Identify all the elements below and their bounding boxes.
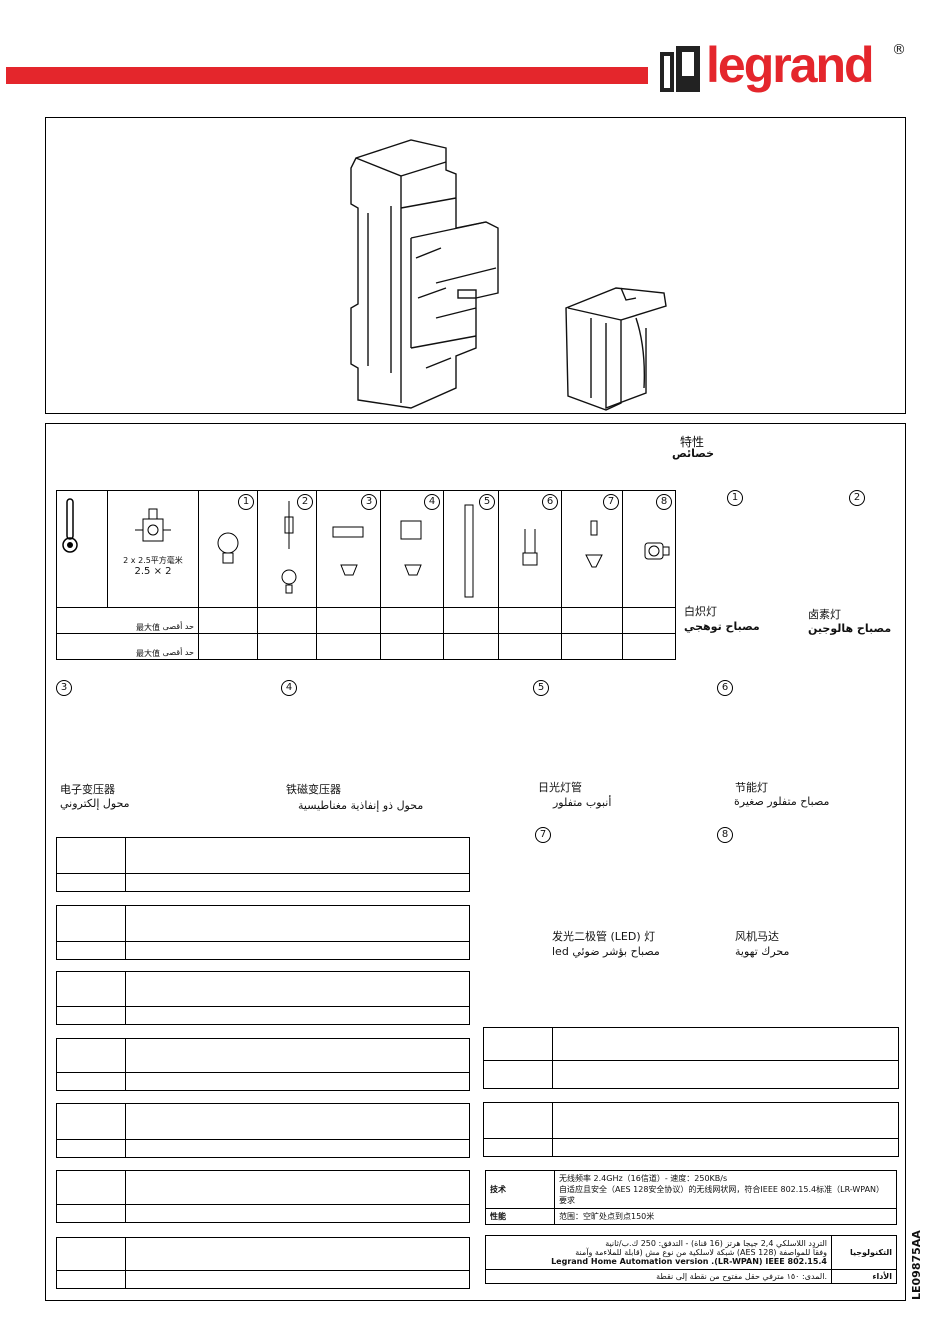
col-8-header: 8 [622,490,676,608]
tech-line2-zh: 自适应且安全（AES 128安全协议）的无线网状网，符合IEEE 802.15.… [559,1185,885,1194]
legend-5-zh: 日光灯管 [538,781,582,794]
col-2-header: 2 [257,490,317,608]
legend-2-zh: 卤素灯 [808,608,841,621]
row-max-1-label: حد أقصى 最大值 [56,607,199,634]
document-code: LE09875AA [910,1230,923,1300]
col-3-header: 3 [316,490,381,608]
row-max-2-label: حد أقصى 最大值 [56,633,199,660]
legend-3-zh: 电子变压器 [60,783,115,796]
perf-value-zh: 范围：空旷处点到点150米 [554,1208,897,1225]
perf-label-ar: الأداء [831,1269,897,1284]
halogen-lamp-icon [281,501,297,594]
col-1-number: 1 [238,494,254,510]
load-table: 2 x 2.5平方毫米 2.5 × 2 1 2 3 4 5 6 7 [56,490,676,660]
legend-1-ar: مصباح توهجي [684,620,760,633]
legend-7-zh: 发光二极管 (LED) 灯 [552,930,656,943]
legend-4-ar: محول ذو إنفاذية مغناطيسية [298,799,424,812]
legrand-logo: legrand ® [660,37,906,102]
left-box-2 [56,905,470,960]
terminal-cell: 2 x 2.5平方毫米 2.5 × 2 [107,490,199,608]
perf-label-zh: 性能 [485,1208,555,1225]
tech-table-zh: 技术 无线频率 2.4GHz（16信道）- 速度：250KB/s 自适应且安全（… [485,1170,897,1225]
legend-2-ar: مصباح هالوجين [808,622,892,635]
fan-motor-icon [644,542,670,560]
legend-5-ar: أنبوب متفلور [553,796,612,809]
left-box-3 [56,971,470,1025]
section-title-ar: خصائص [672,447,715,460]
col-7-header: 7 [561,490,623,608]
right-box-2 [483,1102,899,1157]
legend-5-number: 5 [533,680,549,696]
left-box-7 [56,1237,470,1289]
col-4-number: 4 [424,494,440,510]
temperature-cell [56,490,108,608]
row-max-2-ar: حد أقصى [162,648,194,657]
legend-3-number: 3 [56,680,72,696]
col-5-number: 5 [479,494,495,510]
wire-spec-line2: 2.5 × 2 [134,566,172,577]
fluorescent-tube-icon [464,504,474,598]
tech-line2-ar: شبكة لاسلكية من نوع مش (قابلة للملاءمة و… [575,1248,827,1257]
perf-value-ar: المدى: ١٥٠ مترفي حقل مفتوح من نقطة إلى ن… [485,1269,832,1284]
legend-6-ar: مصباح متفلور صغيرة [734,795,830,808]
ferromagnetic-transformer-icon [400,520,422,576]
legend-4-number: 4 [281,680,297,696]
tech-value-ar: التردد اللاسلكي 2,4 جيجا هرتز (16 قناة) … [485,1235,832,1270]
screw-terminal-icon [135,508,171,542]
header-red-bar [6,67,648,84]
left-box-4 [56,1038,470,1091]
col-1-header: 1 [198,490,258,608]
tech-line1-zh: 无线频率 2.4GHz（16信道）- 速度：250KB/s [559,1174,728,1183]
col-2-number: 2 [297,494,313,510]
left-box-1 [56,837,470,892]
tech-label-zh: 技术 [485,1170,555,1209]
electronic-transformer-icon [332,526,364,576]
tech-line1-ar: التردد اللاسلكي 2,4 جيجا هرتز (16 قناة) … [605,1239,827,1248]
tech-table-ar: التردد اللاسلكي 2,4 جيجا هرتز (16 قناة) … [485,1235,897,1284]
brand-name: legrand [706,37,875,93]
tech-line3-ar: Legrand Home Automation version .(LR-WPA… [551,1257,827,1266]
product-image-frame [45,117,906,414]
thermometer-icon [62,498,78,553]
col-6-number: 6 [542,494,558,510]
legrand-mark-icon [660,46,700,92]
tech-label-ar: التكنولوجيا [831,1235,897,1270]
col-3-number: 3 [361,494,377,510]
legend-8-number: 8 [717,827,733,843]
legend-8-ar: محرك تهوية [735,945,790,958]
legend-1-number: 1 [727,490,743,506]
registered-mark: ® [892,42,906,58]
col-7-number: 7 [603,494,619,510]
legend-7-ar: led مصباح بؤشر ضوئي [552,945,660,958]
left-box-6 [56,1170,470,1223]
product-module-drawing [350,139,667,411]
legend-3-ar: محول إلكتروني [60,797,130,810]
legend-6-zh: 节能灯 [735,781,768,794]
col-4-header: 4 [380,490,444,608]
legend-7-number: 7 [535,827,551,843]
incandescent-bulb-icon [217,532,239,564]
legend-8-zh: 风机马达 [735,930,779,943]
wire-spec-line1: 2 x 2.5平方毫米 [123,556,183,565]
row-max-1-ar: حد أقصى [162,622,194,631]
legend-6-number: 6 [717,680,733,696]
tech-value-zh: 无线频率 2.4GHz（16信道）- 速度：250KB/s 自适应且安全（AES… [554,1170,897,1209]
legend-4-zh: 铁磁变压器 [286,783,341,796]
left-box-5 [56,1103,470,1158]
compact-fluorescent-icon [522,529,538,566]
row-max-1-zh: 最大值 [136,623,160,632]
legend-1-zh: 白炽灯 [684,605,717,618]
col-8-number: 8 [656,494,672,510]
section-title-zh: 特性 [680,435,705,449]
led-lamp-icon [585,520,603,568]
col-5-header: 5 [443,490,499,608]
right-box-1 [483,1027,899,1089]
row-max-2-zh: 最大值 [136,649,160,658]
col-6-header: 6 [498,490,562,608]
legend-2-number: 2 [849,490,865,506]
tech-line3-zh: 要求 [559,1196,575,1205]
